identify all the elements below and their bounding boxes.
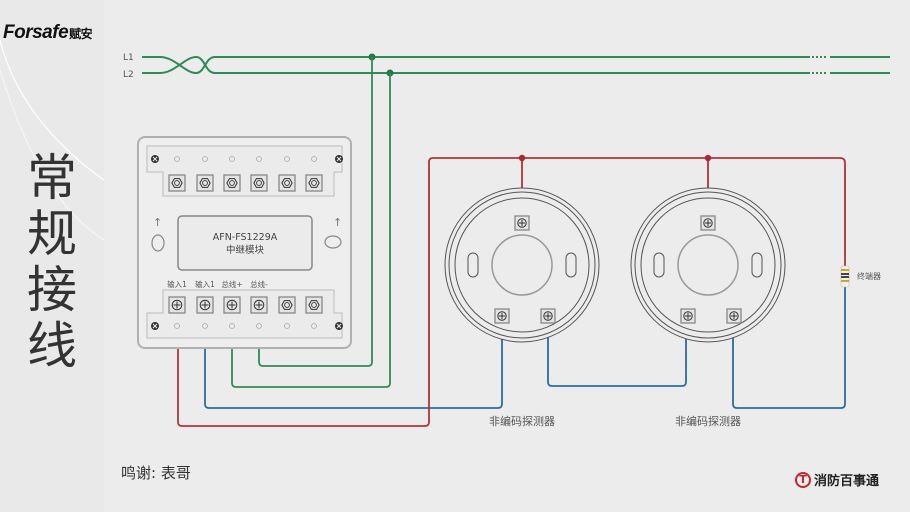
mount-hole-left — [151, 234, 165, 252]
terminal-hole — [202, 323, 208, 329]
brand-logo: Forsafe赋安 — [3, 22, 93, 44]
module-model: AFN-FS1229A — [213, 232, 278, 243]
screw-terminal-plus — [196, 296, 214, 314]
terminal-hole — [256, 323, 262, 329]
red-junction-2 — [704, 154, 712, 162]
page-title: 常 规 接 线 — [22, 150, 82, 374]
bus-l1-label: L1 — [123, 53, 134, 63]
bus-l2-label: L2 — [123, 70, 134, 80]
screw-terminal-hex — [305, 174, 323, 192]
terminal-label: 总线- — [250, 279, 268, 289]
wire-blue-end — [732, 286, 846, 409]
arrow-up-icon: ↑ — [153, 216, 162, 229]
screw-terminal-plus — [700, 215, 716, 231]
wire-blue-det1-det2 — [547, 318, 687, 387]
wire-bus-minus — [258, 57, 373, 367]
wire-bus-plus — [231, 73, 391, 388]
detector-center — [677, 234, 739, 296]
screw-terminal-plus — [168, 296, 186, 314]
arrow-up-icon: ↑ — [333, 216, 342, 229]
module-terminals — [151, 155, 343, 330]
screw-terminal-plus — [223, 296, 241, 314]
slot-hole — [653, 252, 665, 278]
detector-base — [630, 187, 786, 343]
red-junction-1 — [518, 154, 526, 162]
terminal-label: 输入1 — [195, 279, 215, 289]
bus-l1-line — [142, 56, 890, 75]
brand-name: Forsafe — [3, 22, 69, 43]
screw-terminal-plus — [250, 296, 268, 314]
title-char: 接 — [27, 261, 77, 319]
detector-label: 非编码探测器 — [675, 414, 741, 428]
terminal-hole — [229, 323, 235, 329]
screw-terminal-plus — [540, 308, 556, 324]
terminal-label: 输入1 — [167, 279, 187, 289]
screw-terminal-hex — [278, 174, 296, 192]
screw-terminal-plus — [726, 308, 742, 324]
terminal-label: 总线+ — [221, 279, 242, 289]
detector-label: 非编码探测器 — [489, 414, 555, 428]
terminal-hole — [202, 156, 208, 162]
detectors — [444, 187, 786, 343]
bus-l2-line — [142, 55, 890, 74]
slot-hole — [751, 252, 763, 278]
slot-hole — [467, 252, 479, 278]
terminal-hole — [311, 323, 317, 329]
screw-terminal-hex — [168, 174, 186, 192]
terminal-hole — [256, 156, 262, 162]
left-panel — [0, 0, 104, 512]
credit-text: 鸣谢: 表哥 — [121, 464, 191, 482]
wire-blue-input — [204, 318, 503, 409]
wire-red-input — [177, 157, 846, 427]
title-char: 线 — [27, 317, 77, 375]
terminal-hole — [229, 156, 235, 162]
terminal-hole — [311, 156, 317, 162]
screw-terminal-hex — [305, 296, 323, 314]
screw-terminal-plus — [680, 308, 696, 324]
terminal-hole — [284, 323, 290, 329]
terminal-hole — [174, 156, 180, 162]
end-resistor-icon — [840, 265, 850, 288]
brand-name-cn: 赋安 — [69, 27, 93, 41]
title-char: 常 — [27, 149, 77, 207]
terminal-hole — [174, 323, 180, 329]
screw-terminal-hex — [196, 174, 214, 192]
decorative-arcs — [0, 39, 104, 241]
screw-terminal-hex — [223, 174, 241, 192]
title-char: 规 — [27, 205, 77, 263]
module-name: 中继模块 — [226, 244, 265, 256]
screw-terminal-plus — [494, 308, 510, 324]
slot-hole — [565, 252, 577, 278]
end-resistor-label: 终端器 — [857, 271, 881, 281]
screw-terminal-hex — [250, 174, 268, 192]
terminal-hole — [284, 156, 290, 162]
detector-base — [444, 187, 600, 343]
footer-logo-text: 消防百事通 — [814, 474, 880, 489]
screw-terminal-hex — [278, 296, 296, 314]
detector-center — [491, 234, 553, 296]
bus-break-marks — [812, 56, 826, 74]
footer-logo: T 消防百事通 — [795, 470, 879, 489]
screw-terminal-plus — [514, 215, 530, 231]
fire-logo-icon: T — [795, 471, 811, 488]
mount-hole-right — [324, 235, 342, 249]
